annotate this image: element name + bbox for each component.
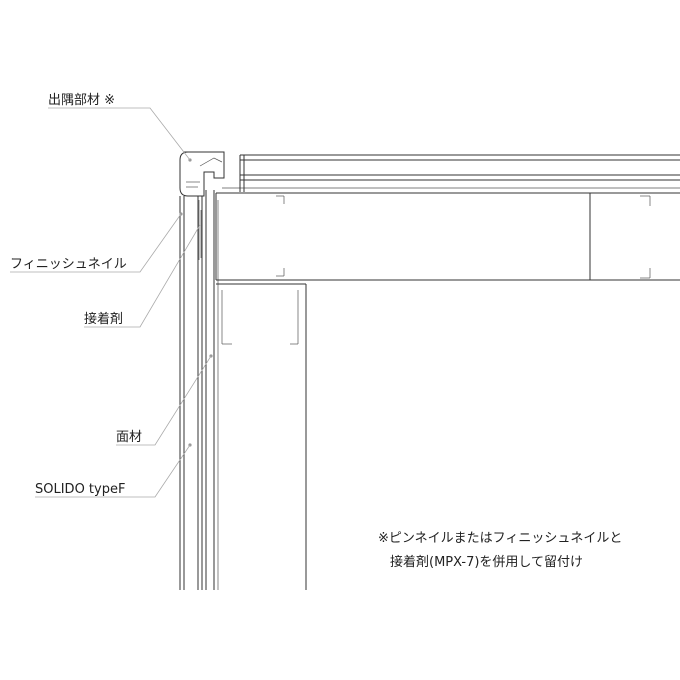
label-adhesive: 接着剤 (84, 311, 123, 327)
vertical-stud (216, 283, 307, 590)
left-wall-panel (179, 190, 219, 590)
upper-frame (215, 192, 680, 281)
label-solido: SOLIDO typeF (35, 482, 125, 497)
leader-lines (10, 107, 212, 498)
label-face-material: 面材 (116, 430, 142, 445)
label-corner-member: 出隅部材 ※ (48, 93, 115, 108)
label-finish-nail: フィニッシュネイル (10, 257, 127, 272)
corner-member (179, 151, 225, 197)
top-panel (222, 154, 680, 192)
note-line-2: 接着剤(MPX-7)を併用して留付け (390, 554, 583, 570)
note-line-1: ※ピンネイルまたはフィニッシュネイルと (378, 531, 622, 546)
